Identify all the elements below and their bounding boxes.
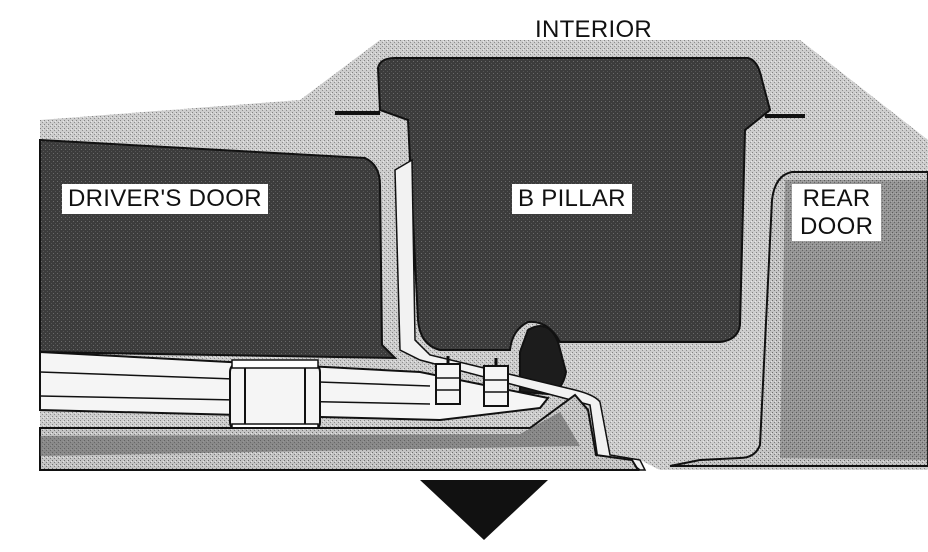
interior-label: INTERIOR (535, 16, 653, 43)
bolt-left (435, 356, 461, 405)
down-triangle-arrow-icon (420, 480, 548, 540)
hinge-block (229, 359, 321, 433)
drivers-door-label: DRIVER'S DOOR (62, 184, 268, 214)
lower-sill-dark-band (40, 412, 580, 456)
rear-door-label-line1: REAR (802, 185, 871, 212)
rear-door-shading (780, 180, 928, 460)
rear-door-label-line2: DOOR (800, 212, 874, 240)
rear-door-label: REAR DOOR (792, 184, 882, 242)
b-pillar-label: B PILLAR (512, 184, 632, 214)
drivers-door-panel (39, 138, 398, 360)
bolt-right (483, 358, 509, 407)
